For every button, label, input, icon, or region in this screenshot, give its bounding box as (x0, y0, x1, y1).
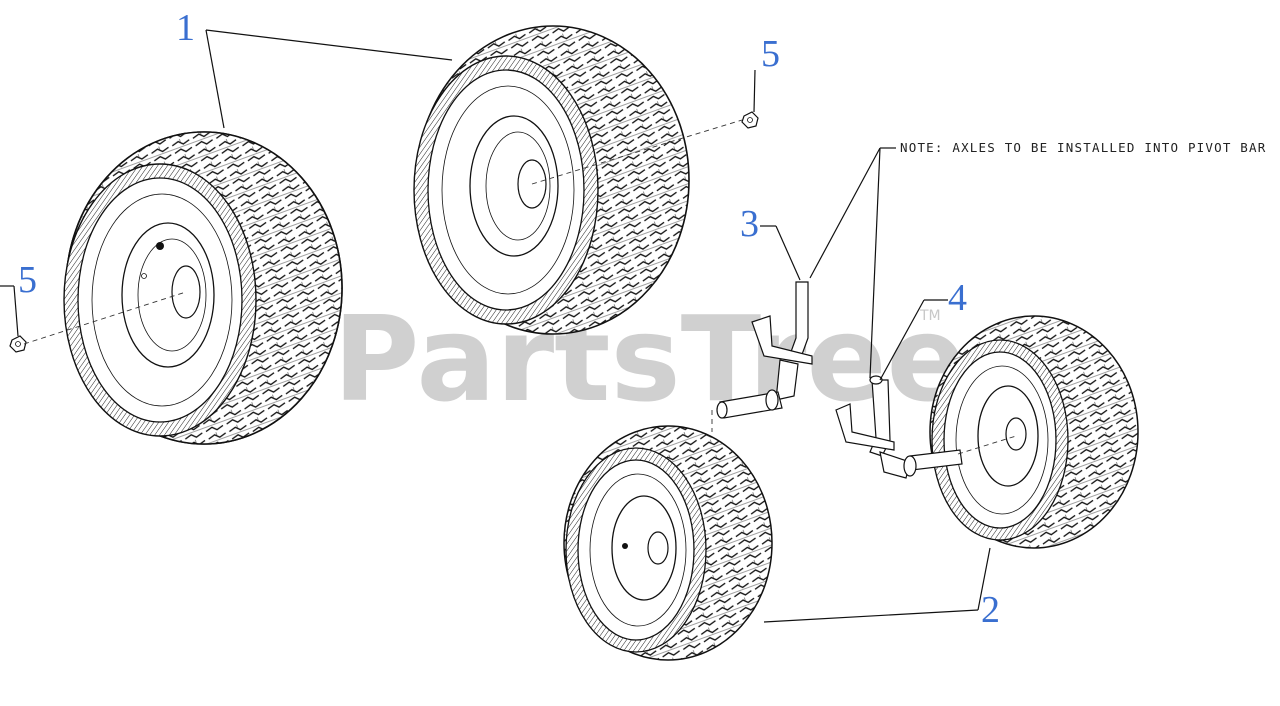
watermark: PartsTree TM (333, 290, 967, 428)
watermark-tm: TM (919, 308, 941, 324)
hex-nut-left (9, 335, 27, 353)
assembly-lines (23, 119, 1017, 455)
hex-nut-top (741, 111, 759, 129)
callouts: 1 2 3 4 5 5 (18, 7, 1000, 631)
callout-5-top: 5 (761, 33, 780, 75)
front-axle-left (716, 281, 813, 419)
callout-3: 3 (740, 203, 759, 245)
tire-rear-left (63, 131, 343, 445)
callout-2: 2 (981, 589, 1000, 631)
callout-4: 4 (948, 277, 967, 319)
axle-install-note: NOTE: AXLES TO BE INSTALLED INTO PIVOT B… (900, 140, 1266, 155)
watermark-text: PartsTree (333, 290, 967, 428)
tire-front-left (563, 425, 773, 661)
callout-1: 1 (176, 7, 195, 49)
tire-rear-right (413, 25, 690, 335)
tire-front-right (929, 315, 1139, 549)
callout-5-left: 5 (18, 259, 37, 301)
leader-lines (0, 29, 991, 623)
front-axle-right (835, 375, 963, 479)
